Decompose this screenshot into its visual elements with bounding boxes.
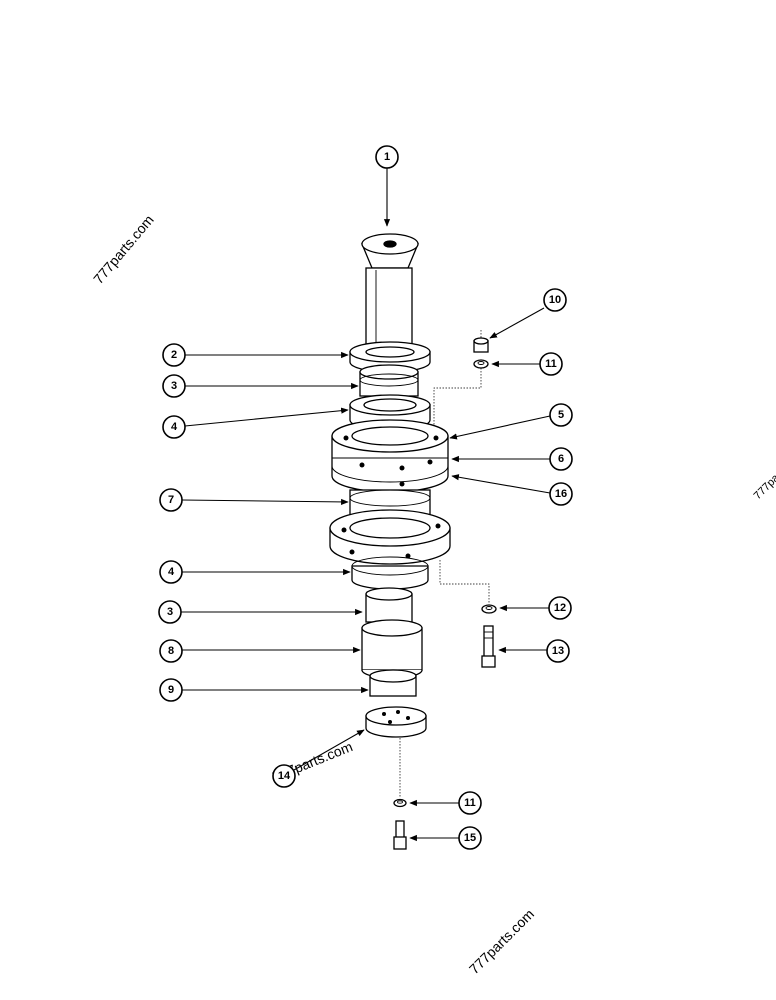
svg-text:2: 2 bbox=[171, 349, 177, 361]
assembly-lines bbox=[399, 330, 490, 798]
callout-10: 10 bbox=[543, 288, 567, 312]
svg-text:3: 3 bbox=[167, 606, 173, 618]
svg-text:12: 12 bbox=[554, 602, 566, 614]
washer-part-11-upper bbox=[473, 359, 489, 369]
svg-text:4: 4 bbox=[171, 421, 178, 433]
svg-text:4: 4 bbox=[168, 566, 175, 578]
svg-text:14: 14 bbox=[278, 770, 291, 782]
bolt-part-15 bbox=[393, 820, 407, 850]
svg-text:9: 9 bbox=[168, 684, 174, 696]
callout-16: 16 bbox=[549, 482, 573, 506]
callout-4-lower: 4 bbox=[159, 560, 183, 584]
end-plate-part-14 bbox=[365, 706, 427, 738]
leader-lines bbox=[180, 168, 551, 842]
washer-part-12 bbox=[481, 604, 497, 614]
ring-part-9 bbox=[369, 669, 417, 697]
bearing-part-3-lower bbox=[365, 587, 413, 623]
flange-housing bbox=[331, 419, 449, 493]
lower-flange bbox=[329, 509, 451, 565]
nut-part-10 bbox=[473, 337, 489, 353]
callout-8: 8 bbox=[159, 639, 183, 663]
svg-text:8: 8 bbox=[168, 645, 174, 657]
svg-text:16: 16 bbox=[555, 488, 567, 500]
upper-shaft bbox=[365, 267, 413, 351]
callout-4-upper: 4 bbox=[162, 415, 186, 439]
callout-11-upper: 11 bbox=[539, 352, 563, 376]
bearing-part-3-upper bbox=[359, 364, 419, 397]
watermark-right-edge: 777pa bbox=[752, 471, 776, 502]
callout-11-lower: 11 bbox=[458, 791, 482, 815]
shaft-assembly bbox=[329, 233, 451, 738]
bolt-part-13 bbox=[481, 625, 496, 668]
svg-text:5: 5 bbox=[558, 409, 564, 421]
svg-text:7: 7 bbox=[168, 494, 174, 506]
watermark-top-left: 777parts.com bbox=[90, 212, 157, 287]
sleeve-part-8 bbox=[361, 619, 423, 679]
svg-text:6: 6 bbox=[558, 453, 564, 465]
callout-13: 13 bbox=[546, 639, 570, 663]
callout-12: 12 bbox=[548, 596, 572, 620]
callout-7: 7 bbox=[159, 488, 183, 512]
callout-6: 6 bbox=[549, 447, 573, 471]
svg-text:15: 15 bbox=[464, 832, 476, 844]
callout-2: 2 bbox=[162, 343, 186, 367]
callout-14: 14 bbox=[272, 764, 296, 788]
callout-3-lower: 3 bbox=[158, 600, 182, 624]
svg-text:11: 11 bbox=[545, 358, 557, 370]
callout-15: 15 bbox=[458, 826, 482, 850]
svg-text:10: 10 bbox=[549, 294, 561, 306]
svg-text:3: 3 bbox=[171, 380, 177, 392]
watermark-bottom: 777parts.com bbox=[466, 906, 537, 977]
washer-part-11-lower bbox=[393, 798, 407, 808]
callout-9: 9 bbox=[159, 678, 183, 702]
shaft-top-cap bbox=[361, 233, 419, 269]
callout-1: 1 bbox=[375, 145, 399, 169]
callout-5: 5 bbox=[549, 403, 573, 427]
callout-3-upper: 3 bbox=[162, 374, 186, 398]
svg-text:1: 1 bbox=[384, 151, 390, 163]
svg-text:11: 11 bbox=[464, 797, 476, 809]
svg-text:13: 13 bbox=[552, 645, 564, 657]
